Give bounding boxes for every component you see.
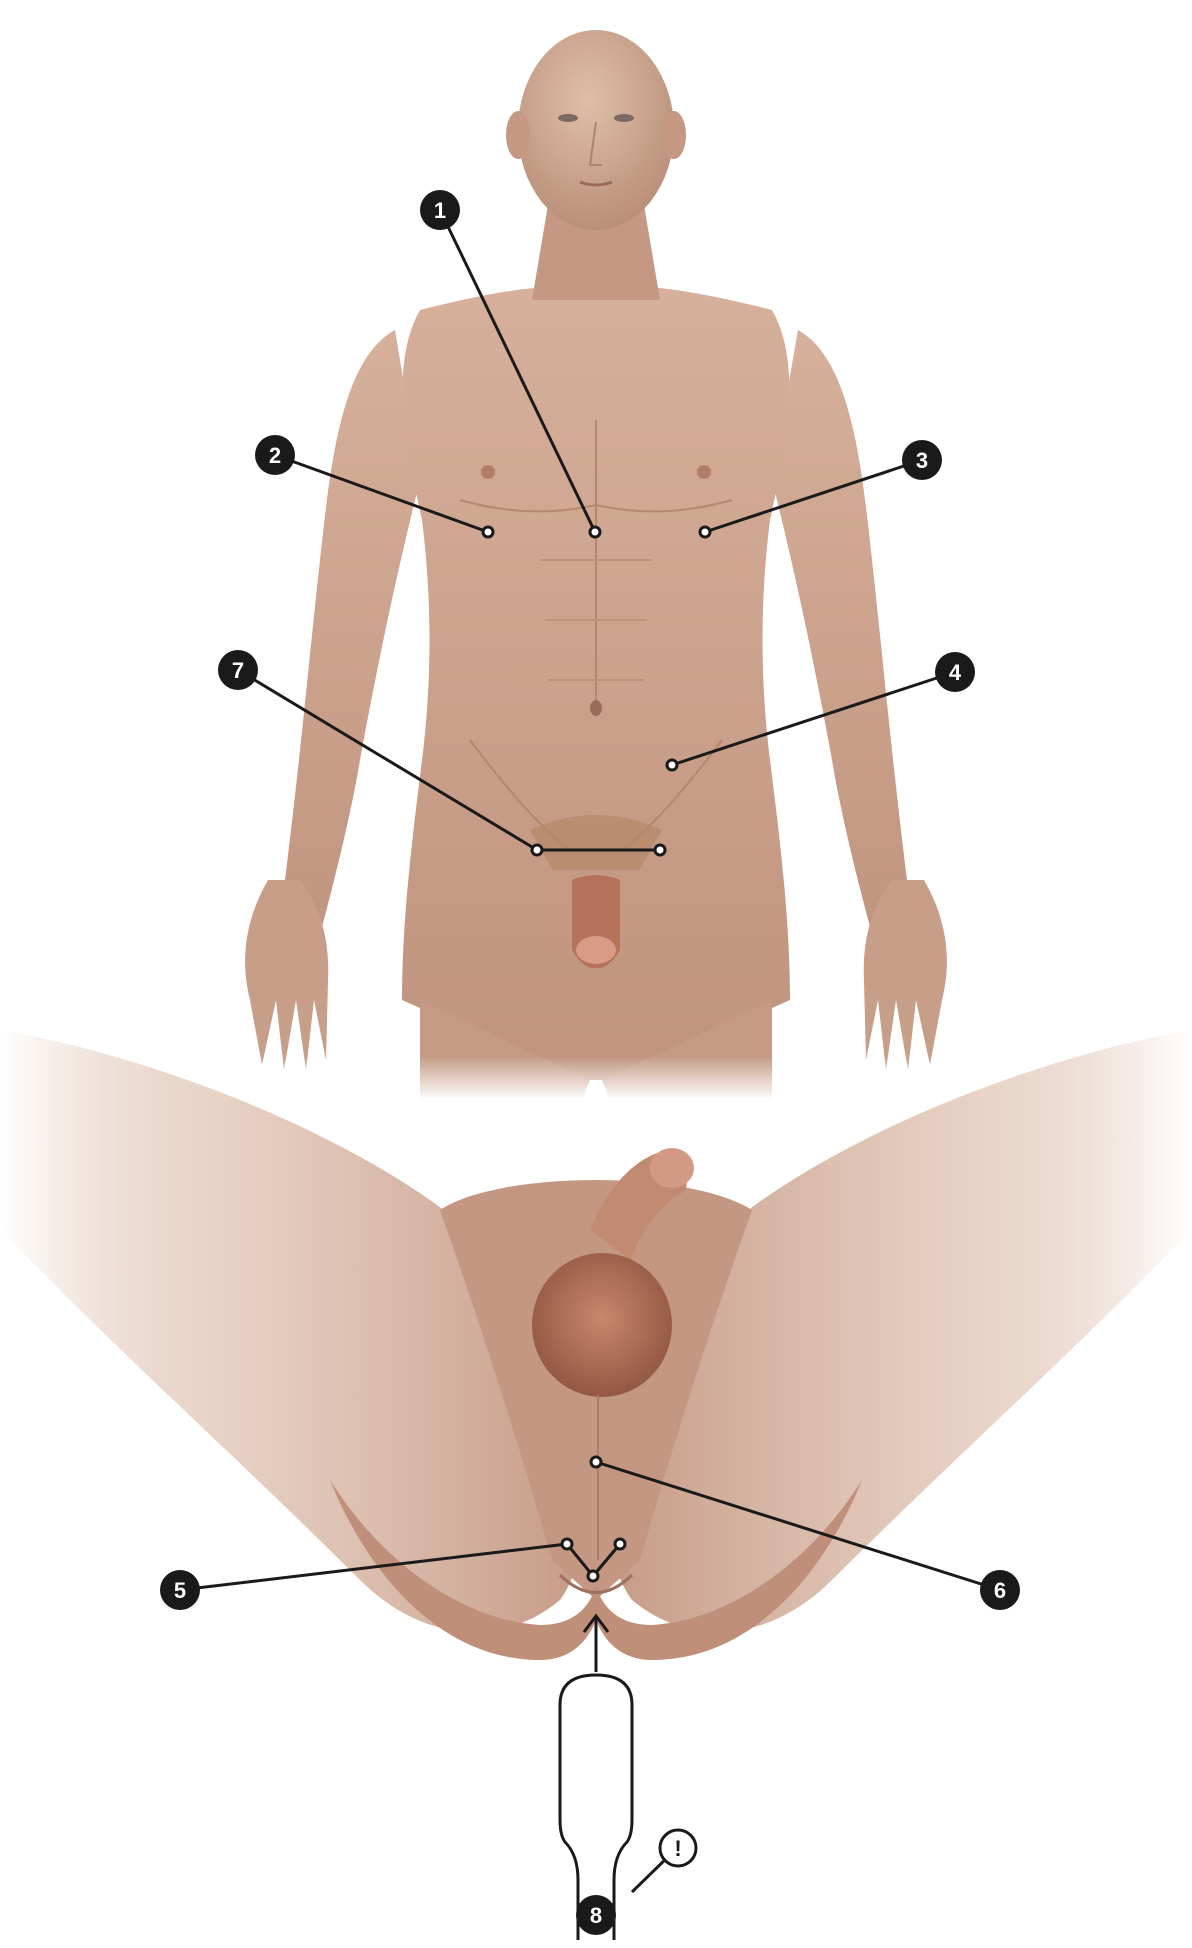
point-5b [588,1571,598,1581]
marker-3: 3 [902,440,942,480]
point-5a [562,1539,572,1549]
point-4 [667,760,677,770]
marker-3-label: 3 [916,448,928,473]
point-2 [483,527,493,537]
marker-4: 4 [935,652,975,692]
marker-8-label: 8 [590,1903,602,1928]
warning-symbol: ! [674,1836,681,1861]
point-5c [615,1539,625,1549]
marker-6: 6 [980,1570,1020,1610]
marker-2-label: 2 [269,443,281,468]
marker-1-label: 1 [434,198,446,223]
marker-8: 8 [576,1895,616,1935]
point-3 [700,527,710,537]
point-7a [532,845,542,855]
marker-2: 2 [255,435,295,475]
point-1 [590,527,600,537]
point-7b [655,845,665,855]
point-6 [591,1457,601,1467]
marker-7: 7 [218,650,258,690]
anatomy-front-figure [230,30,970,1100]
warning-icon: ! [660,1830,696,1866]
marker-5: 5 [160,1570,200,1610]
marker-1: 1 [420,190,460,230]
marker-4-label: 4 [949,660,962,685]
marker-6-label: 6 [994,1578,1006,1603]
marker-7-label: 7 [232,658,244,683]
marker-5-label: 5 [174,1578,186,1603]
anatomy-perineum-view [0,1030,1192,1660]
